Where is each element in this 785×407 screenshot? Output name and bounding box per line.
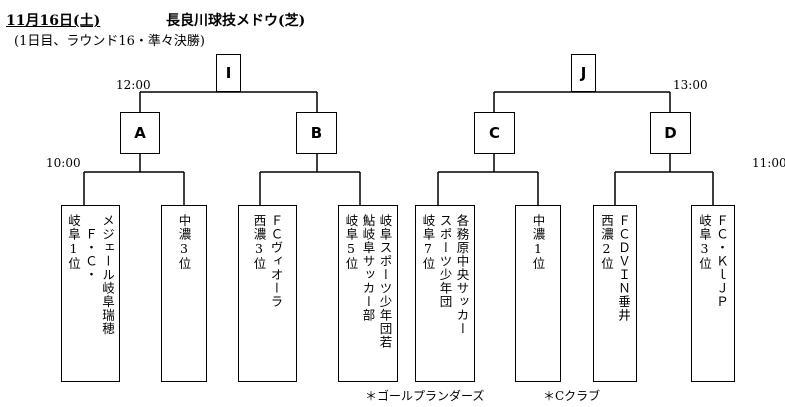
team-name: ＦＣＤＶＩＮ垂井 西濃2位 xyxy=(599,214,631,322)
team-name: 岐阜スポーツ少年団若 鮎岐阜サッカー部 岐阜5位 xyxy=(343,214,393,349)
time-label-semi-left: 12:00 xyxy=(116,78,151,92)
team-name: ＦＣヴィオーラ 西濃3位 xyxy=(251,214,284,309)
team-box: メジェール岐阜瑞穂 Ｆ・Ｃ・ 岐阜1位 xyxy=(61,205,120,382)
team-name: 各務原中央サッカー スポーツ少年団 岐阜7位 xyxy=(420,214,470,336)
time-label-r16-left: 10:00 xyxy=(46,156,81,170)
team-box: ＦＣヴィオーラ 西濃3位 xyxy=(238,205,297,382)
match-box-a: A xyxy=(120,112,160,154)
round-subtitle: (1日目、ラウンド16・準々決勝) xyxy=(14,34,205,49)
match-box-c: C xyxy=(474,112,515,154)
team-box: 中濃1位 xyxy=(515,205,561,382)
team-box: 中濃3位 xyxy=(161,205,207,382)
footnote-right: ＊Cクラブ xyxy=(543,389,601,403)
team-name: メジェール岐阜瑞穂 Ｆ・Ｃ・ 岐阜1位 xyxy=(66,214,115,336)
match-box-b: B xyxy=(296,112,337,154)
match-box-j: J xyxy=(571,54,596,92)
team-box: ＦＣＤＶＩＮ垂井 西濃2位 xyxy=(593,205,637,382)
match-box-d: D xyxy=(650,112,691,154)
team-name: ＦＣ・ＫｌＪＰ 岐阜3位 xyxy=(697,214,729,309)
team-box: ＦＣ・ＫｌＪＰ 岐阜3位 xyxy=(691,205,735,382)
match-box-i: I xyxy=(216,54,241,92)
venue-name: 長良川球技メドウ(芝) xyxy=(166,13,306,29)
match-date: 11月16日(土) xyxy=(6,13,101,29)
team-name: 中濃1位 xyxy=(530,214,546,271)
team-name: 中濃3位 xyxy=(176,214,192,271)
time-label-semi-right: 13:00 xyxy=(673,78,708,92)
footnote-left: ＊ゴールプランダーズ xyxy=(365,389,485,403)
team-box: 岐阜スポーツ少年団若 鮎岐阜サッカー部 岐阜5位 xyxy=(338,205,398,382)
team-box: 各務原中央サッカー スポーツ少年団 岐阜7位 xyxy=(415,205,475,382)
time-label-r16-right: 11:00 xyxy=(752,156,785,170)
